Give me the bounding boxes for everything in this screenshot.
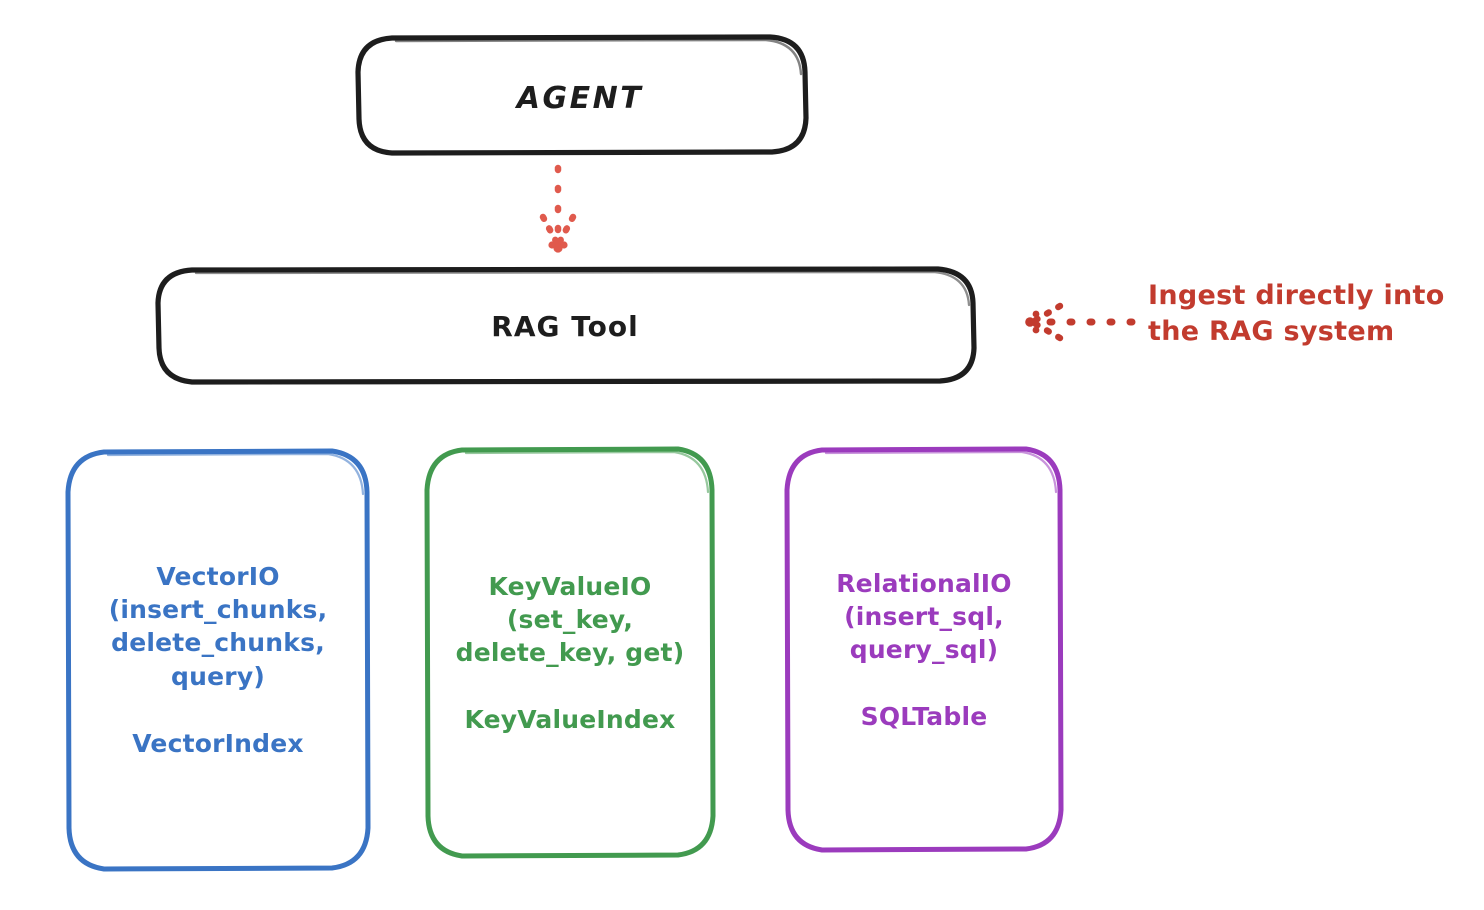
agent-to-rag-arrow: [539, 164, 577, 253]
key-value-store-index-label: KeyValueIndex: [464, 705, 676, 735]
vector-store-api-label: VectorIO (insert_chunks, delete_chunks, …: [108, 561, 328, 691]
relational-store-index-label: SQLTable: [860, 702, 988, 732]
ingest-annotation-label: Ingest directly into the RAG system: [1148, 280, 1445, 348]
key-value-store-api-label: KeyValueIO (set_key, delete_key, get): [455, 571, 685, 668]
vector-store-index-label: VectorIndex: [132, 728, 304, 758]
rag-tool-label: RAG Tool: [491, 309, 639, 343]
agent-label: AGENT: [516, 80, 644, 116]
relational-store-label: RelationalIO (insert_sql, query_sql) SQL…: [790, 452, 1058, 848]
key-value-store-label: KeyValueIO (set_key, delete_key, get) Ke…: [430, 452, 710, 854]
ingest-pointer-arrow: [1025, 302, 1136, 342]
vector-store-label: VectorIO (insert_chunks, delete_chunks, …: [72, 452, 364, 868]
relational-store-api-label: RelationalIO (insert_sql, query_sql): [836, 568, 1012, 665]
